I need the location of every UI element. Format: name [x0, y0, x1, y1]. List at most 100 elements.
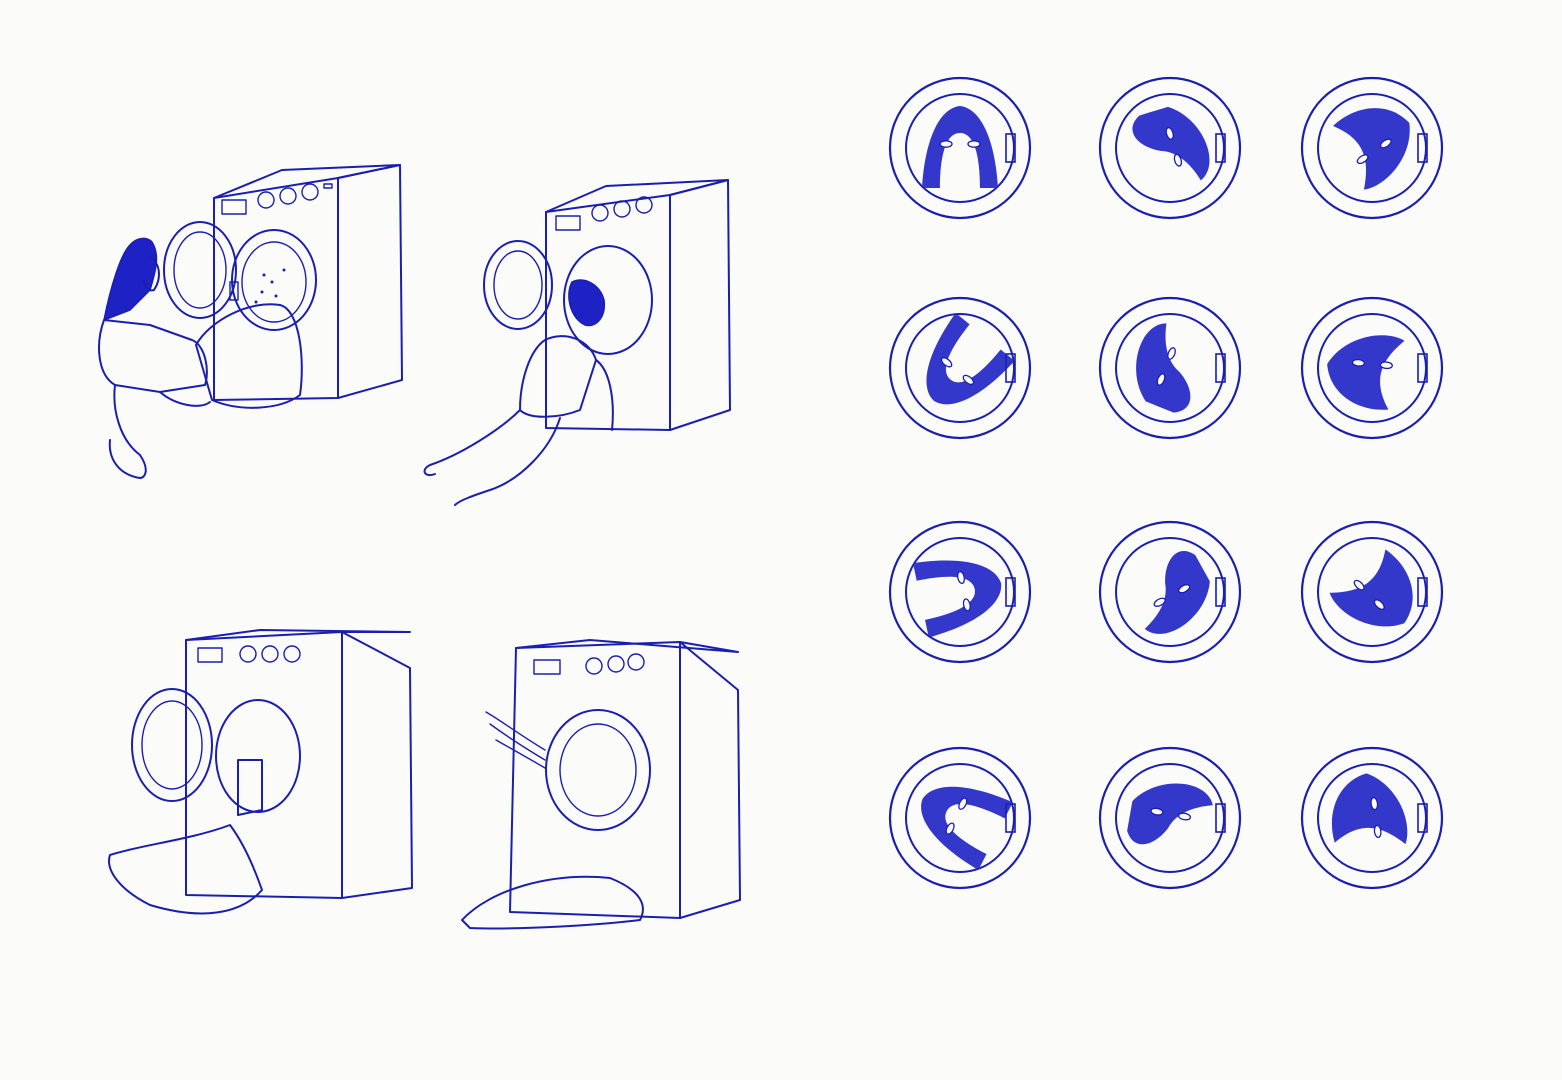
open-door [163, 221, 237, 319]
washer-side [341, 631, 413, 899]
eye [1373, 824, 1382, 839]
porthole-8 [1098, 520, 1242, 664]
eye [1165, 126, 1174, 140]
legs [108, 384, 147, 479]
eye [1356, 154, 1369, 165]
leg-2 [159, 391, 211, 407]
eye [958, 797, 968, 810]
hair-wash [926, 312, 1015, 405]
knob-3 [627, 653, 645, 671]
washer-side [679, 641, 741, 919]
eye [1379, 361, 1393, 370]
porthole-4 [888, 296, 1032, 440]
motion-lines [485, 711, 546, 769]
eye [1173, 153, 1183, 167]
open-door-glass [141, 700, 203, 790]
porthole-11 [1098, 746, 1242, 890]
open-door [131, 688, 213, 802]
open-door-glass [493, 250, 543, 320]
door-handle [1005, 353, 1016, 383]
porthole-10 [888, 746, 1032, 890]
washer-top [185, 629, 411, 641]
hair-wash [1127, 783, 1213, 845]
door-handle [1005, 133, 1016, 163]
porthole-5 [1098, 296, 1242, 440]
blanket-edge [595, 359, 614, 431]
hair-wash [1327, 335, 1405, 410]
back [519, 335, 597, 418]
eye [1167, 347, 1176, 360]
hair-wash [912, 560, 1002, 638]
door-handle [1215, 133, 1226, 163]
knob-2 [613, 200, 631, 218]
knob-3 [283, 645, 301, 663]
door-hinge [229, 281, 239, 301]
knob-3 [301, 183, 319, 201]
eye [1379, 138, 1392, 149]
knob-1 [257, 191, 275, 209]
door-handle [1417, 577, 1428, 607]
porthole-12 [1300, 746, 1444, 890]
porthole-9 [1300, 520, 1444, 664]
eye [962, 598, 971, 612]
eye [1150, 807, 1164, 816]
scene-door-closed [461, 639, 741, 930]
washer-side [669, 179, 731, 431]
leg-1 [423, 409, 521, 476]
scene-crawling-in [423, 179, 731, 506]
porthole-2 [1098, 76, 1242, 220]
blanket [108, 824, 263, 915]
door-handle [1417, 353, 1428, 383]
knob-2 [261, 645, 279, 663]
hair-wash [922, 106, 998, 188]
open-door [483, 240, 553, 330]
display-window [533, 659, 561, 675]
eye [945, 822, 955, 835]
knob-1 [239, 645, 257, 663]
hair-wash [1333, 108, 1410, 190]
button [323, 183, 333, 189]
hair-wash [1136, 323, 1191, 413]
open-door-glass [173, 231, 227, 309]
porthole-6 [1300, 296, 1444, 440]
eye [939, 140, 953, 148]
scene-loading [98, 164, 403, 479]
drum-inner [241, 241, 307, 323]
hair-wash [921, 786, 1013, 871]
closed-door-glass [559, 723, 637, 817]
display-window [221, 199, 247, 215]
porthole-grid [888, 76, 1444, 890]
leg-2 [454, 417, 561, 506]
washer-side [337, 164, 403, 399]
door-handle [1005, 803, 1016, 833]
door-handle [1215, 353, 1226, 383]
eye [1156, 373, 1166, 386]
hair [102, 237, 158, 322]
hair-wash [1329, 549, 1413, 627]
eye [940, 357, 953, 368]
porthole-3 [1300, 76, 1444, 220]
eye [1351, 358, 1366, 367]
hair [568, 279, 606, 327]
display-window [197, 647, 223, 663]
knob-2 [279, 187, 297, 205]
knob-2 [607, 655, 625, 673]
door-handle [1215, 577, 1226, 607]
drum-holes [254, 268, 286, 304]
drum-opening [215, 699, 301, 813]
face [143, 257, 160, 292]
eye [1177, 812, 1192, 821]
eye [967, 140, 981, 148]
eye [962, 374, 975, 386]
eye [1178, 584, 1191, 594]
knob-1 [591, 204, 609, 222]
eye [1373, 599, 1385, 611]
blanket-on-floor [461, 875, 644, 930]
drum-opening [563, 245, 653, 355]
porthole-1 [888, 76, 1032, 220]
hair-wash [1331, 773, 1408, 845]
door-handle [1005, 577, 1016, 607]
porthole-7 [888, 520, 1032, 664]
washer-side-top [515, 639, 739, 653]
scene-legs-in-drum [108, 629, 413, 915]
